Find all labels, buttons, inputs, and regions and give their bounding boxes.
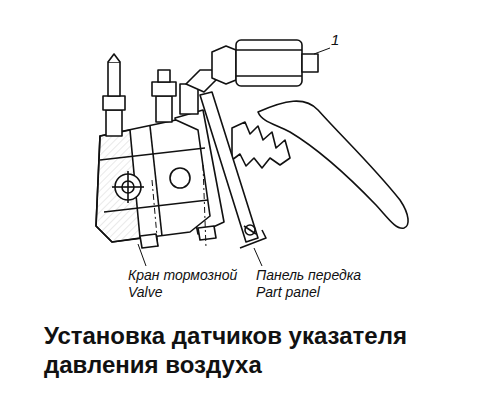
callout-number: 1: [331, 32, 339, 49]
figure-title: Установка датчиков указателя давления во…: [44, 322, 484, 380]
fitting-nut: [103, 96, 125, 110]
fitting: [108, 62, 120, 96]
valve-face: [96, 130, 140, 242]
sensor-nut: [212, 46, 236, 84]
bolt: [245, 225, 255, 235]
plug: [140, 234, 158, 248]
part-name: Кран тормозной: [128, 268, 237, 283]
valve-body: [100, 148, 205, 160]
port: [170, 168, 190, 188]
leader-line: [138, 244, 146, 266]
fitting: [106, 110, 122, 136]
fitting-nut: [152, 82, 176, 96]
fitting: [156, 96, 172, 122]
valve-body: [96, 120, 210, 242]
centerline: [203, 165, 206, 248]
pressure-sensor: [236, 75, 302, 77]
valve-body: [104, 200, 208, 212]
pressure-sensor: [236, 49, 302, 51]
fitting: [108, 54, 120, 62]
leader-line: [254, 248, 262, 266]
plug: [198, 226, 216, 240]
pressure-sensor: [236, 40, 302, 86]
bolt: [244, 226, 256, 234]
part-name: Part panel: [256, 285, 320, 300]
centerline: [152, 180, 158, 248]
leader-line: [314, 48, 330, 54]
sensor-terminal: [302, 54, 318, 72]
part-name: Панель передка: [256, 268, 361, 283]
fitting: [158, 70, 170, 82]
part-name: Valve: [128, 285, 163, 300]
bellows-boot: [232, 122, 290, 168]
port: [127, 171, 129, 203]
